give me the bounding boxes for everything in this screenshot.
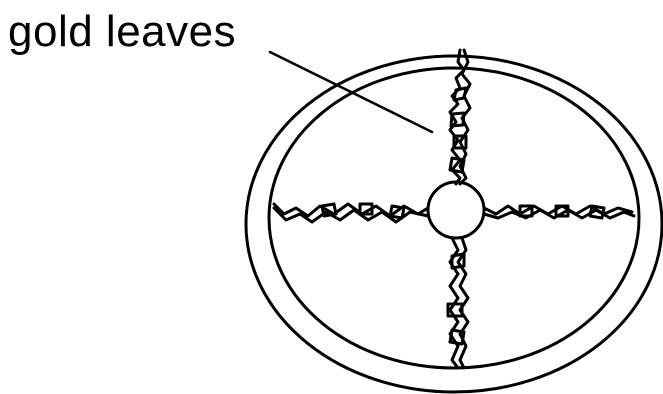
leader-line [270,52,432,132]
gold-leaf-strip-top [450,50,470,184]
center-disc [428,182,484,238]
gold-leaf-strip-right [484,206,634,218]
gold-leaf-strip-bottom [448,238,468,368]
gold-leaf-strip-left [274,204,428,222]
